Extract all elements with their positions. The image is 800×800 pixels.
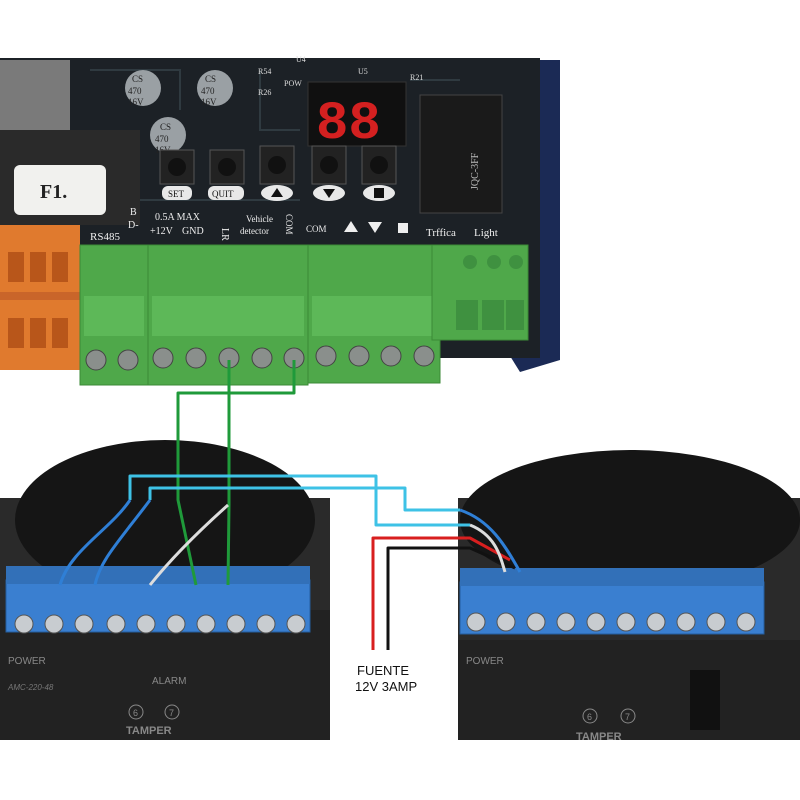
plus12-label: +12V [150, 226, 174, 237]
gnd-label: GND [182, 226, 204, 237]
relay-label: JQC-3FF [470, 152, 481, 190]
capacitor-1: CS 470 16V [125, 70, 161, 107]
blue-wire-right-1 [459, 508, 522, 573]
red-power-wire [371, 536, 511, 650]
label-r21: R21 [410, 73, 423, 82]
label-r26: R26 [258, 88, 271, 97]
light-label: Light [474, 227, 498, 239]
green-terminal-block-3 [307, 244, 441, 384]
up-arrow-icon [344, 221, 358, 232]
power-supply-label: FUENTE 12V 3AMP [355, 663, 417, 694]
label-r54: R54 [258, 67, 271, 76]
left-model-label: AMC-220-48 [7, 683, 54, 692]
relay: JQC-3FF [419, 94, 503, 214]
svg-text:470: 470 [201, 86, 215, 96]
com-vertical-label: COM [284, 214, 294, 235]
white-wire-right [469, 523, 507, 573]
green-wire-1 [226, 360, 231, 586]
svg-text:16V: 16V [201, 97, 217, 107]
right-sensor: POWER 6 7 TAMPER [458, 450, 800, 743]
svg-text:16V: 16V [128, 97, 144, 107]
left-tamper-num7: 7 [169, 708, 174, 718]
right-tamper-num7: 7 [625, 712, 630, 722]
f1-sticker: F1. [14, 165, 106, 215]
stop-square-icon [398, 223, 408, 233]
cyan-wire-2 [148, 486, 460, 512]
set-label: SET [168, 189, 185, 199]
left-sensor: POWER ALARM AMC-220-48 6 7 TAMPER [0, 440, 330, 740]
svg-text:CS: CS [205, 74, 216, 84]
green-terminal-block-1 [79, 244, 149, 386]
left-alarm-label: ALARM [152, 676, 186, 687]
black-power-wire [386, 546, 516, 650]
vehicle-label: Vehicle [246, 214, 273, 224]
seven-segment-display: 88 [307, 81, 407, 155]
traffic-light-terminal [431, 244, 529, 341]
label-u5: U5 [358, 67, 368, 76]
blue-wire-left-2 [93, 499, 152, 586]
com-label: COM [306, 224, 327, 234]
right-power-label: POWER [466, 656, 504, 667]
right-tamper-label: TAMPER [576, 731, 622, 743]
white-wire-left [148, 503, 229, 586]
label-pow: POW [284, 79, 302, 88]
right-blue-terminal-strip [459, 568, 765, 635]
svg-text:470: 470 [155, 134, 169, 144]
rs485-b-label: B [130, 207, 137, 218]
traffic-label: Trffica [426, 227, 456, 239]
supply-line2: 12V 3AMP [355, 679, 417, 694]
orange-terminal-block [0, 225, 80, 370]
supply-line1: FUENTE [357, 663, 409, 678]
svg-text:CS: CS [132, 74, 143, 84]
f1-label: F1. [40, 181, 67, 203]
control-board: CS 470 16V CS 470 16V CS 470 16V R54 R26… [0, 55, 560, 386]
detector-label: detector [240, 226, 269, 236]
down-arrow-icon [368, 222, 382, 233]
left-component [0, 60, 70, 130]
rs485-d-label: D- [128, 220, 139, 231]
wiring [58, 360, 522, 650]
svg-text:470: 470 [128, 86, 142, 96]
display-digits: 88 [316, 94, 381, 155]
buttons-row [159, 145, 397, 185]
left-tamper-label: TAMPER [126, 725, 172, 737]
cyan-wire-1 [128, 474, 470, 527]
capacitor-2: CS 470 16V [197, 70, 233, 107]
blue-wire-left-1 [58, 499, 132, 586]
left-power-label: POWER [8, 656, 46, 667]
power-spec-label: 0.5A MAX [155, 212, 201, 223]
green-wire-2 [176, 360, 296, 586]
svg-text:CS: CS [160, 122, 171, 132]
label-u4: U4 [296, 55, 306, 64]
left-tamper-num6: 6 [133, 708, 138, 718]
lr-label: LR [219, 228, 230, 241]
rs485-label: RS485 [90, 231, 120, 243]
quit-label: QUIT [212, 189, 234, 199]
right-tamper-num6: 6 [587, 712, 592, 722]
